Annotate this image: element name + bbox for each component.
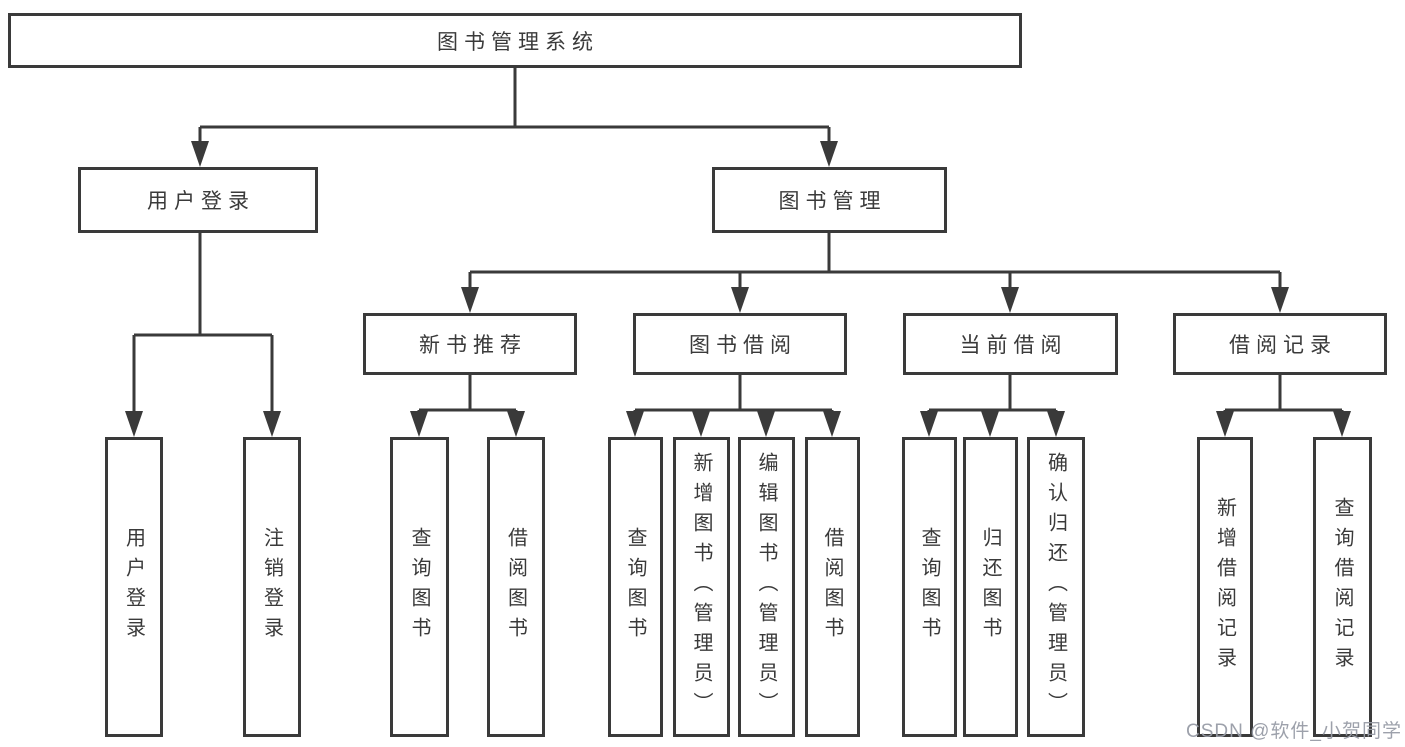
node-bb-borrow-books: 借阅图书 <box>805 437 860 737</box>
node-label: 查询借阅记录 <box>1331 497 1353 677</box>
node-br-query-record: 查询借阅记录 <box>1313 437 1372 737</box>
node-label: 编辑图书（管理员） <box>755 452 777 722</box>
csdn-watermark: CSDN @软件_小贺同学 <box>1186 721 1402 742</box>
node-label: 确认归还（管理员） <box>1044 452 1067 722</box>
node-user-login-action: 用户登录 <box>105 437 163 737</box>
node-label: 借阅记录 <box>1229 334 1337 357</box>
node-nbr-borrow-books: 借阅图书 <box>487 437 545 737</box>
node-bb-query-books: 查询图书 <box>608 437 663 737</box>
node-label: 图书借阅 <box>689 334 797 357</box>
connector-user-login-to-children <box>125 233 281 437</box>
node-library-management-system: 图书管理系统 <box>8 13 1022 68</box>
node-borrowing-records: 借阅记录 <box>1173 313 1387 375</box>
node-cb-return-books: 归还图书 <box>963 437 1018 737</box>
connector-new-book-rec-to-children <box>410 375 525 437</box>
node-nbr-query-books: 查询图书 <box>390 437 449 737</box>
node-current-borrowing: 当前借阅 <box>903 313 1118 375</box>
node-label: 新书推荐 <box>419 334 527 357</box>
node-label: 借阅图书 <box>504 527 527 647</box>
node-book-borrowing: 图书借阅 <box>633 313 847 375</box>
node-label: 新增借阅记录 <box>1213 497 1236 677</box>
node-label: 用户登录 <box>147 190 255 213</box>
node-logout-action: 注销登录 <box>243 437 301 737</box>
node-cb-query-books: 查询图书 <box>902 437 957 737</box>
node-label: 查询图书 <box>918 527 940 647</box>
connector-current-borrow-to-children <box>920 375 1065 437</box>
node-bb-edit-books-admin: 编辑图书（管理员） <box>738 437 795 737</box>
node-label: 注销登录 <box>260 527 283 647</box>
node-label: 新增图书（管理员） <box>690 452 712 722</box>
node-label: 借阅图书 <box>821 527 843 647</box>
node-cb-confirm-return-admin: 确认归还（管理员） <box>1027 437 1085 737</box>
node-label: 图书管理系统 <box>437 30 599 54</box>
node-label: 归还图书 <box>979 527 1001 647</box>
node-bb-add-books-admin: 新增图书（管理员） <box>673 437 730 737</box>
node-new-book-recommend: 新书推荐 <box>363 313 577 375</box>
node-label: 用户登录 <box>122 527 145 647</box>
connector-book-borrow-to-children <box>626 375 841 437</box>
node-label: 图书管理 <box>778 190 887 213</box>
node-user-login: 用户登录 <box>78 167 318 233</box>
connector-root-to-level2 <box>191 68 838 167</box>
connector-book-mgmt-to-level3 <box>461 233 1289 313</box>
connector-borrow-records-to-children <box>1216 375 1351 437</box>
node-label: 查询图书 <box>624 527 646 647</box>
node-label: 查询图书 <box>408 527 430 647</box>
node-book-management: 图书管理 <box>712 167 947 233</box>
node-label: 当前借阅 <box>959 334 1068 357</box>
node-br-add-record: 新增借阅记录 <box>1197 437 1253 737</box>
